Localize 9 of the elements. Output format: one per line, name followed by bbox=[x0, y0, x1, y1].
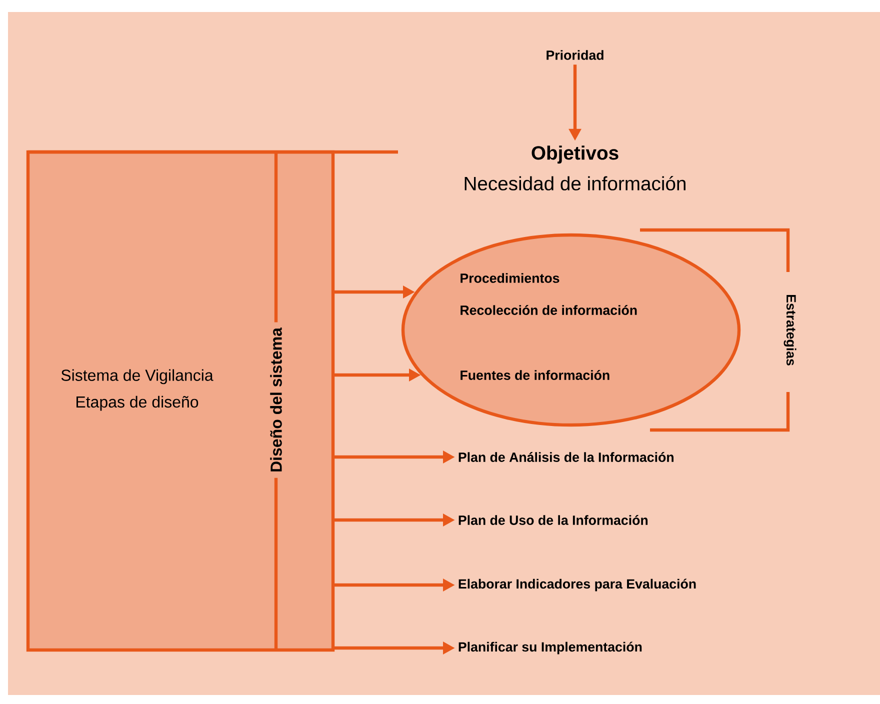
node-label: Diseño del sistema bbox=[270, 327, 282, 472]
priority-label: Prioridad bbox=[546, 50, 604, 60]
step-label: Plan de Análisis de la Información bbox=[458, 452, 674, 462]
objectives-label: Objetivos Necesidad de información bbox=[464, 146, 686, 190]
step-label: Plan de Uso de la Información bbox=[458, 515, 648, 525]
design-strip: Diseño del sistema bbox=[266, 152, 286, 650]
step-label: Elaborar Indicadores para Evaluación bbox=[458, 578, 696, 592]
step-label: Planificar su Implementación bbox=[458, 642, 642, 654]
bracket-label: Estrategias bbox=[784, 294, 796, 366]
